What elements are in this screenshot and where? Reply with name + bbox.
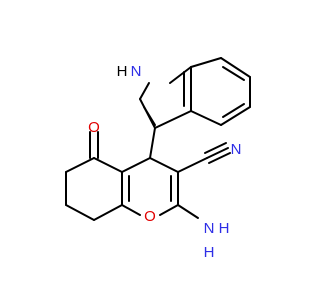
bond xyxy=(149,157,179,173)
bond xyxy=(121,157,151,173)
bond xyxy=(220,57,251,78)
atom-o-pyran: O xyxy=(144,208,156,225)
atom-o-ketone: O xyxy=(88,119,100,136)
atom-h-amino-2: H xyxy=(219,220,230,237)
bond xyxy=(208,152,231,164)
bond xyxy=(177,204,199,219)
bond xyxy=(65,204,95,221)
bond xyxy=(121,204,141,216)
atom-labels: H N N O O N H H xyxy=(88,63,241,261)
bond-double xyxy=(222,66,245,81)
bonds xyxy=(65,57,251,221)
bond xyxy=(206,147,229,159)
bond xyxy=(93,157,123,173)
bond xyxy=(190,57,222,68)
atom-h-amino-1: H xyxy=(204,244,215,261)
bond xyxy=(220,106,251,126)
bond xyxy=(169,66,192,84)
bond xyxy=(65,157,95,173)
atom-n-nitrile: N xyxy=(231,141,242,158)
bond xyxy=(159,204,179,216)
bond xyxy=(139,82,150,100)
bond xyxy=(93,204,123,221)
atom-h-indole: H xyxy=(117,63,128,80)
structure-svg: H N N O O N H H xyxy=(65,57,251,261)
bond-double xyxy=(222,103,245,118)
bond xyxy=(177,157,208,173)
molecule-diagram: H N N O O N H H xyxy=(65,57,251,261)
atom-n-amino: N xyxy=(204,220,215,237)
bond xyxy=(154,110,192,129)
bond-double xyxy=(143,106,156,126)
bond xyxy=(204,142,227,154)
atom-n-indole: N xyxy=(131,63,142,80)
bond xyxy=(190,110,222,126)
bond xyxy=(149,127,156,159)
